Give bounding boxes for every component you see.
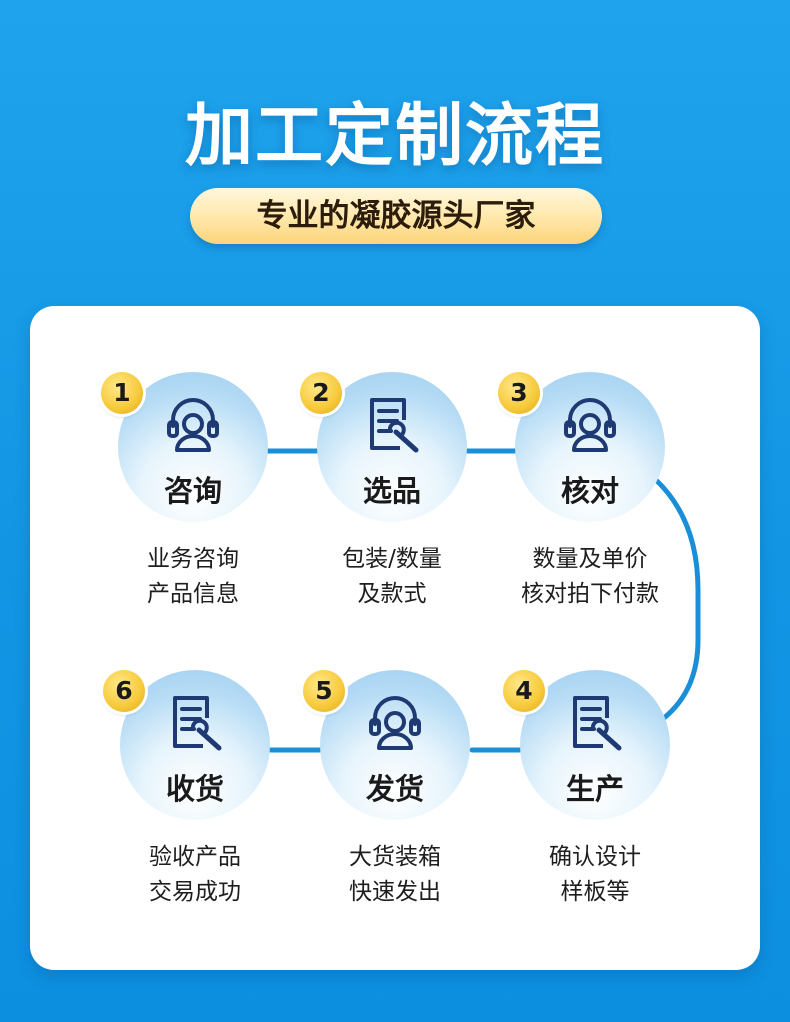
step-description-line: 数量及单价 — [532, 546, 648, 572]
document-wrench-icon — [165, 692, 225, 752]
step-circle: 核对 — [515, 372, 665, 522]
step-description-line: 包装/数量 — [342, 546, 442, 572]
subtitle-text: 专业的凝胶源头厂家 — [256, 198, 536, 234]
step-label: 发货 — [365, 772, 424, 806]
step-circle: 咨询 — [118, 372, 268, 522]
step-circle: 选品 — [317, 372, 467, 522]
step-description-line: 确认设计 — [549, 844, 641, 870]
step-description-line: 验收产品 — [149, 844, 241, 870]
step-description-line: 大货装箱 — [349, 844, 441, 870]
step-description: 确认设计 样板等 — [500, 840, 690, 910]
step-number-badge: 6 — [103, 670, 145, 712]
step-description: 验收产品 交易成功 — [100, 840, 290, 910]
step-description-line: 及款式 — [357, 581, 427, 607]
step-number-badge: 1 — [101, 372, 143, 414]
headset-icon — [560, 394, 620, 454]
step-description-line: 样板等 — [560, 879, 630, 905]
document-wrench-icon — [362, 394, 422, 454]
step-description-line: 交易成功 — [149, 879, 241, 905]
step-number-badge: 5 — [303, 670, 345, 712]
step-description: 包装/数量 及款式 — [297, 542, 487, 612]
step-description: 数量及单价 核对拍下付款 — [495, 542, 685, 612]
step-description: 业务咨询 产品信息 — [98, 542, 288, 612]
step-label: 选品 — [362, 474, 421, 508]
document-wrench-icon — [565, 692, 625, 752]
step-description-line: 快速发出 — [349, 879, 441, 905]
subtitle-pill — [190, 188, 602, 244]
step-label: 核对 — [560, 474, 619, 508]
step-number-badge: 2 — [300, 372, 342, 414]
step-number-badge: 4 — [503, 670, 545, 712]
step-label: 咨询 — [163, 474, 222, 508]
step-circle: 生产 — [520, 670, 670, 820]
step-description-line: 核对拍下付款 — [521, 581, 659, 607]
step-circle: 收货 — [120, 670, 270, 820]
connector-3-4 — [653, 477, 701, 721]
subtitle-banner: 专业的凝胶源头厂家 — [190, 188, 602, 244]
step-label: 收货 — [165, 772, 224, 806]
step-description: 大货装箱 快速发出 — [300, 840, 490, 910]
step-number-badge: 3 — [498, 372, 540, 414]
step-label: 生产 — [565, 772, 624, 806]
step-description-line: 业务咨询 — [147, 546, 239, 572]
step-description-line: 产品信息 — [147, 581, 239, 607]
headset-icon — [365, 692, 425, 752]
headset-icon — [163, 394, 223, 454]
step-circle: 发货 — [320, 670, 470, 820]
page-title: 加工定制流程 — [184, 97, 605, 176]
